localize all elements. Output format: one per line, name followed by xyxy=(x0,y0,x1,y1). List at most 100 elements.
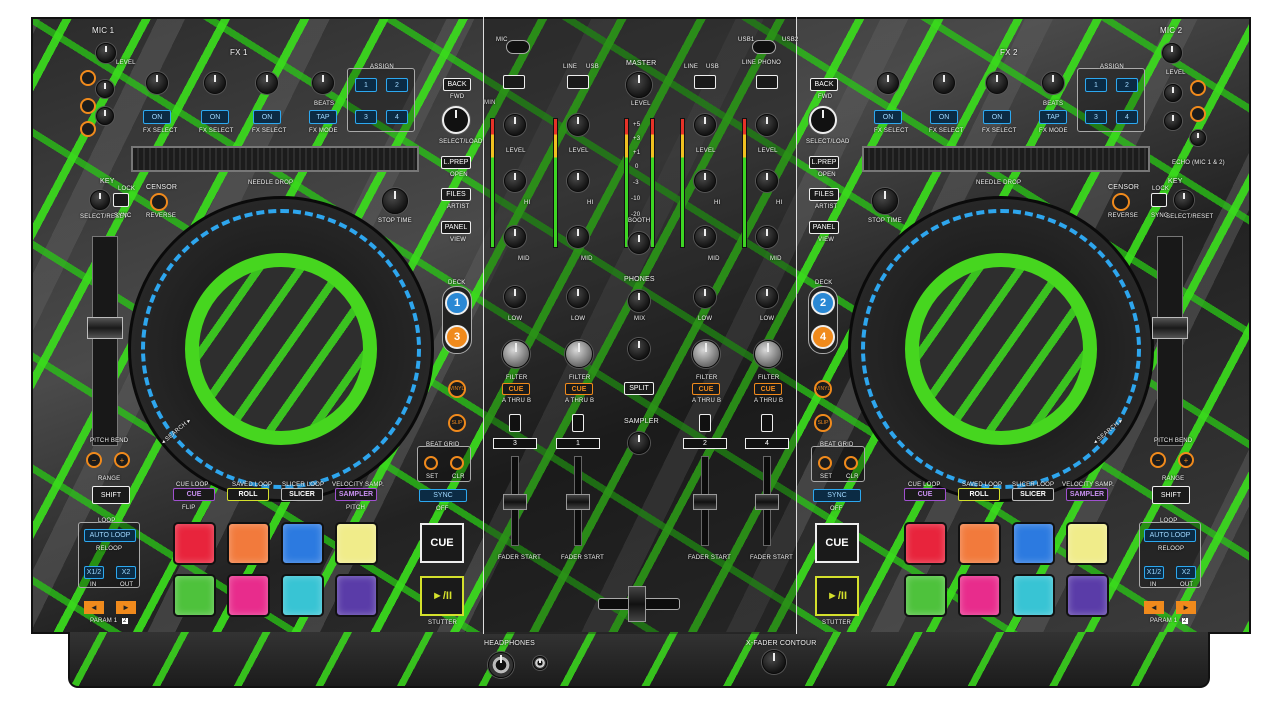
crossfader-cap[interactable] xyxy=(628,586,646,622)
browse-knob-right[interactable] xyxy=(809,106,837,134)
fx2-on-button-1[interactable]: ON xyxy=(874,110,902,124)
talkover-button[interactable] xyxy=(80,98,96,114)
pad-2-right[interactable] xyxy=(958,522,1001,565)
needle-drop-strip-left[interactable] xyxy=(131,146,419,172)
ch1-hi-knob[interactable] xyxy=(504,170,526,192)
ch2-hi-knob[interactable] xyxy=(567,170,589,192)
ch1-crossfader-assign[interactable] xyxy=(509,414,521,432)
ch4-low-knob[interactable] xyxy=(756,286,778,308)
pitch-fader-cap-right[interactable] xyxy=(1152,317,1188,339)
ch2-filter-knob[interactable] xyxy=(565,340,593,368)
mic1-on-button[interactable] xyxy=(80,70,96,86)
ch3-gain-knob[interactable] xyxy=(694,114,716,136)
beat-grid-adjust-left[interactable] xyxy=(424,456,438,470)
fx1-on-button-1[interactable]: ON xyxy=(143,110,171,124)
key-sync-button-right[interactable] xyxy=(1151,193,1167,207)
ch3-hi-knob[interactable] xyxy=(694,170,716,192)
mic1-level-knob[interactable] xyxy=(96,43,116,63)
echo-knob[interactable] xyxy=(1190,130,1206,146)
fx2-assign-2[interactable]: 2 xyxy=(1116,78,1138,92)
param-prev-left[interactable]: ◄ xyxy=(84,601,104,614)
ch2-gain-knob[interactable] xyxy=(567,114,589,136)
usb-select-switch-right[interactable] xyxy=(752,40,776,54)
fx1-knob-1[interactable] xyxy=(146,72,168,94)
panel-button-right[interactable]: PANEL xyxy=(809,221,839,234)
sampler-mode-button-right[interactable]: SAMPLER xyxy=(1066,488,1108,501)
ch1-gain-knob[interactable] xyxy=(504,114,526,136)
ch3-source-switch[interactable] xyxy=(503,75,525,89)
vinyl-button-right[interactable]: VINYL xyxy=(814,380,832,398)
files-button-left[interactable]: FILES xyxy=(441,188,471,201)
headphones-jack-small[interactable] xyxy=(533,656,547,670)
pad-5-left[interactable] xyxy=(173,574,216,617)
slicer-mode-button-right[interactable]: SLICER xyxy=(1012,488,1054,501)
ch3-cue-button[interactable]: CUE xyxy=(692,383,720,395)
pad-7-right[interactable] xyxy=(1012,574,1055,617)
pad-2-left[interactable] xyxy=(227,522,270,565)
lprep-button-left[interactable]: L.PREP xyxy=(441,156,471,169)
fx1-assign-1[interactable]: 1 xyxy=(355,78,377,92)
fx1-knob-2[interactable] xyxy=(204,72,226,94)
slicer-mode-button-left[interactable]: SLICER xyxy=(281,488,323,501)
usb-select-switch-left[interactable] xyxy=(506,40,530,54)
ch1-low-knob[interactable] xyxy=(504,286,526,308)
jog-wheel-right[interactable] xyxy=(848,196,1154,502)
deck-2-button[interactable]: 2 xyxy=(811,291,835,315)
pad-8-left[interactable] xyxy=(335,574,378,617)
beat-grid-slide-left[interactable] xyxy=(450,456,464,470)
slip-button-left[interactable]: SLIP xyxy=(448,414,466,432)
ch3-filter-knob[interactable] xyxy=(692,340,720,368)
pad-1-left[interactable] xyxy=(173,522,216,565)
ch3-crossfader-assign[interactable] xyxy=(699,414,711,432)
deck-1-button[interactable]: 1 xyxy=(445,291,469,315)
param-next-left[interactable]: ► xyxy=(116,601,136,614)
pitch-bend-minus-right[interactable]: − xyxy=(1150,452,1166,468)
vinyl-button-left[interactable]: VINYL xyxy=(448,380,466,398)
ch2-crossfader-assign[interactable] xyxy=(572,414,584,432)
booth-level-knob[interactable] xyxy=(628,232,650,254)
lprep-button-right[interactable]: L.PREP xyxy=(809,156,839,169)
slip-button-right[interactable]: SLIP xyxy=(814,414,832,432)
cue-button-right[interactable]: CUE xyxy=(815,523,859,563)
shift-button-right[interactable]: SHIFT xyxy=(1152,486,1190,504)
param-prev-right[interactable]: ◄ xyxy=(1144,601,1164,614)
mic1-echo-button[interactable] xyxy=(80,121,96,137)
ch4-cue-button[interactable]: CUE xyxy=(754,383,782,395)
mic1-bass-knob[interactable] xyxy=(96,107,114,125)
ch1-mid-knob[interactable] xyxy=(504,226,526,248)
ch1-cue-button[interactable]: CUE xyxy=(502,383,530,395)
sampler-mode-button-left[interactable]: SAMPLER xyxy=(335,488,377,501)
mic1-treble-knob[interactable] xyxy=(96,80,114,98)
panel-button-left[interactable]: PANEL xyxy=(441,221,471,234)
pad-5-right[interactable] xyxy=(904,574,947,617)
cue-mode-button-right[interactable]: CUE xyxy=(904,488,946,501)
ch2-source-switch[interactable] xyxy=(694,75,716,89)
fx1-tap-button[interactable]: TAP xyxy=(309,110,337,124)
fx2-tap-button[interactable]: TAP xyxy=(1039,110,1067,124)
needle-drop-strip-right[interactable] xyxy=(862,146,1150,172)
ch1-fader-cap[interactable] xyxy=(503,494,527,510)
pad-3-left[interactable] xyxy=(281,522,324,565)
stop-time-knob-right[interactable] xyxy=(872,188,898,214)
key-knob-right[interactable] xyxy=(1174,190,1194,210)
mic2-on-button[interactable] xyxy=(1190,80,1206,96)
loop-double-button-left[interactable]: X2 xyxy=(116,566,136,579)
fx2-assign-4[interactable]: 4 xyxy=(1116,110,1138,124)
key-knob-left[interactable] xyxy=(90,190,110,210)
fx2-beats-knob[interactable] xyxy=(1042,72,1064,94)
ch4-source-switch[interactable] xyxy=(756,75,778,89)
fx1-on-button-2[interactable]: ON xyxy=(201,110,229,124)
ch1-filter-knob[interactable] xyxy=(502,340,530,368)
ch2-cue-button[interactable]: CUE xyxy=(565,383,593,395)
beat-grid-adjust-right[interactable] xyxy=(818,456,832,470)
loop-double-button-right[interactable]: X2 xyxy=(1176,566,1196,579)
back-button-right[interactable]: BACK xyxy=(810,78,838,91)
ch4-fader-cap[interactable] xyxy=(755,494,779,510)
roll-mode-button-left[interactable]: ROLL xyxy=(227,488,269,501)
censor-button-left[interactable] xyxy=(150,193,168,211)
fx2-on-button-2[interactable]: ON xyxy=(930,110,958,124)
ch4-hi-knob[interactable] xyxy=(756,170,778,192)
sampler-level-knob[interactable] xyxy=(628,432,650,454)
pad-1-right[interactable] xyxy=(904,522,947,565)
shift-button-left[interactable]: SHIFT xyxy=(92,486,130,504)
